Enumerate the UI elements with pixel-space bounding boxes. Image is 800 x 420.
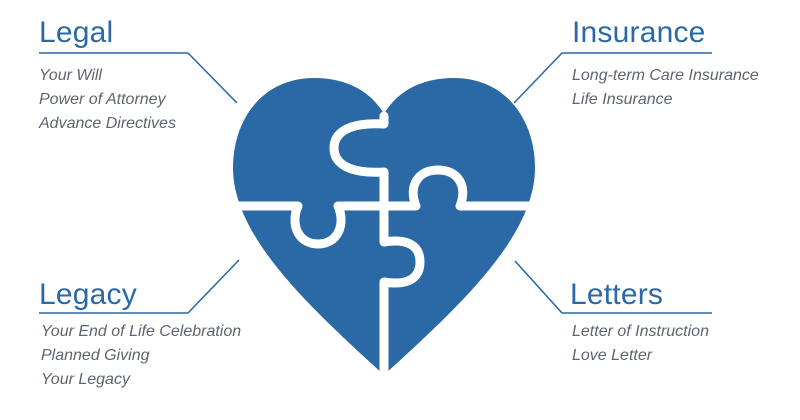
list-legal: Your Will Power of Attorney Advance Dire…: [39, 64, 176, 136]
list-item: Power of Attorney: [39, 91, 166, 108]
list-item: Love Letter: [572, 347, 653, 364]
heading-legacy: Legacy: [39, 278, 137, 311]
heading-letters: Letters: [570, 278, 664, 311]
heading-insurance: Insurance: [572, 16, 706, 49]
list-item: Your Legacy: [41, 371, 130, 388]
list-insurance: Long-term Care Insurance Life Insurance: [572, 64, 759, 112]
list-item: Your End of Life Celebration: [41, 323, 242, 340]
list-item: Your Will: [39, 67, 102, 84]
connector-insurance: [513, 52, 712, 104]
list-legacy: Your End of Life Celebration Planned Giv…: [41, 320, 241, 392]
list-item: Life Insurance: [572, 91, 673, 108]
list-item: Advance Directives: [39, 115, 176, 132]
heading-legal: Legal: [39, 16, 114, 49]
connector-letters: [514, 260, 712, 314]
connector-legal: [39, 52, 238, 104]
list-letters: Letter of Instruction Love Letter: [572, 320, 709, 368]
connector-legacy: [39, 259, 240, 314]
list-item: Long-term Care Insurance: [572, 67, 759, 84]
list-item: Planned Giving: [41, 347, 150, 364]
list-item: Letter of Instruction: [572, 323, 709, 340]
puzzle-seams: [232, 111, 538, 377]
puzzle-heart-icon: [232, 78, 538, 377]
